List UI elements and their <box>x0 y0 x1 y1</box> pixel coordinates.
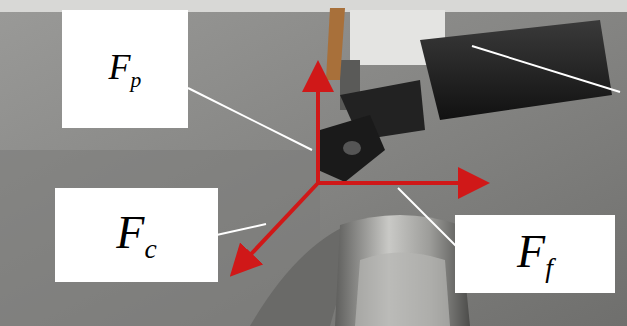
coolant-nozzle <box>326 8 345 80</box>
force-arrow <box>238 183 318 268</box>
force-symbol: Fc <box>116 206 156 265</box>
cutting-insert <box>318 115 385 182</box>
label-box: Fp <box>62 10 188 128</box>
force-symbol: Ff <box>517 225 553 284</box>
leader-line <box>188 88 312 150</box>
tool-holder <box>420 20 612 120</box>
force-arrow <box>316 72 320 183</box>
force-arrow <box>318 181 478 185</box>
chuck-part <box>335 215 470 326</box>
label-box: Ff <box>455 215 615 293</box>
force-symbol: Fp <box>109 46 142 93</box>
leader-line <box>212 224 266 236</box>
label-box: Fc <box>55 188 218 282</box>
leader-line <box>472 46 620 92</box>
insert-screw <box>343 141 361 155</box>
chuck-detail <box>355 253 450 326</box>
